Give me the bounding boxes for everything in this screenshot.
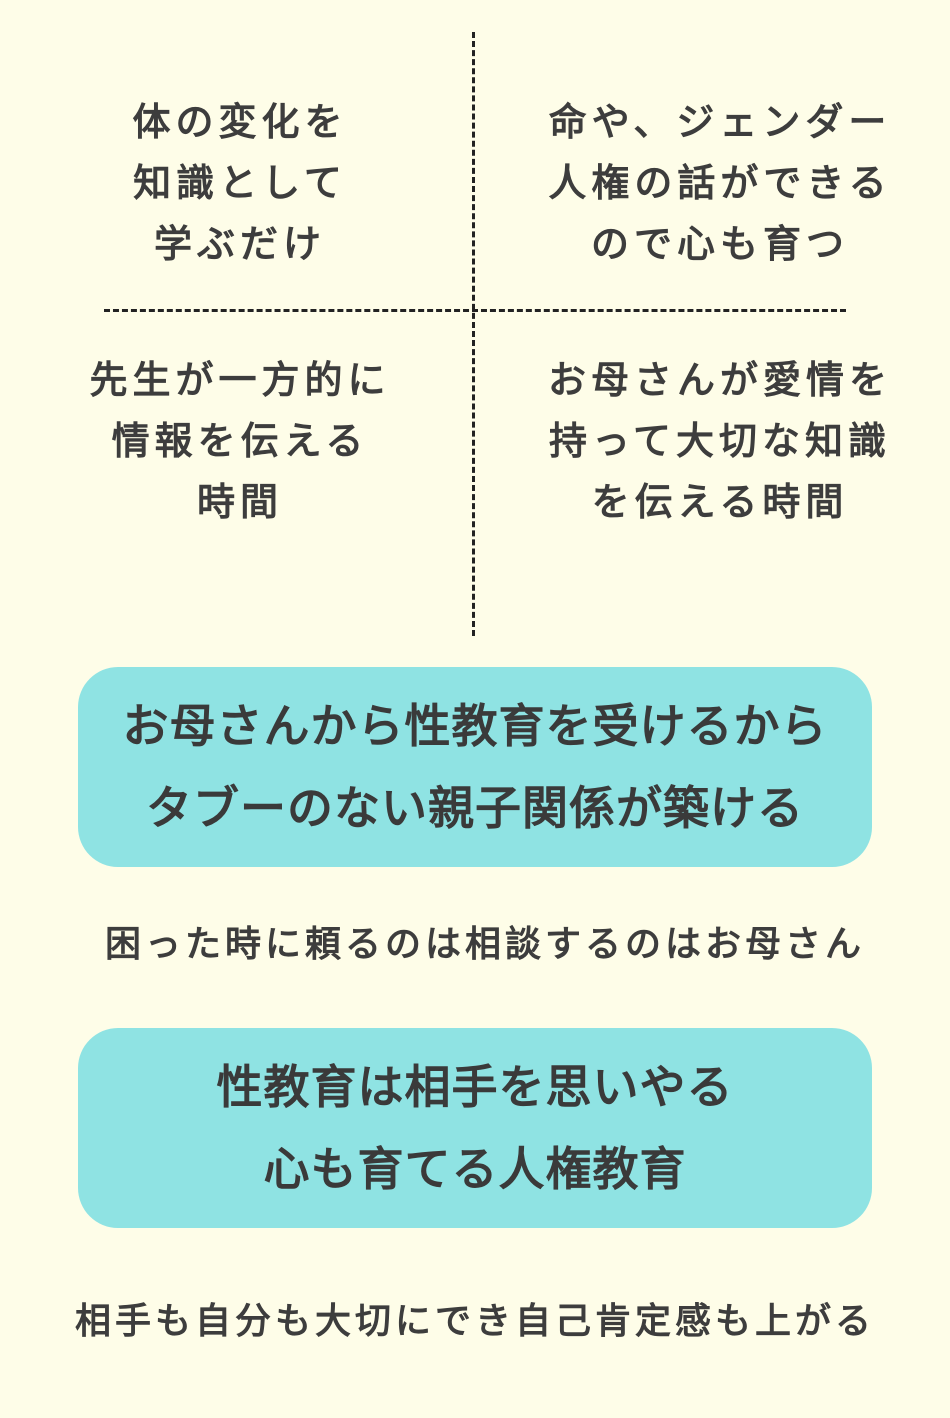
highlight-box-human-rights-education: 性教育は相手を思いやる 心も育てる人権教育	[78, 1028, 872, 1228]
box-line: 心も育てる人権教育	[263, 1142, 687, 1196]
quadrant-line: 命や、ジェンダー	[548, 100, 892, 144]
horizontal-divider	[104, 309, 846, 312]
box-line: 性教育は相手を思いやる	[216, 1060, 734, 1114]
quadrant-line: お母さんが愛情を	[547, 358, 892, 402]
quadrant-line: 人権の話ができる	[548, 161, 892, 205]
box-line: お母さんから性教育を受けるから	[122, 699, 828, 753]
quadrant-line: 知識として	[133, 161, 347, 205]
box-line: タブーのない親子関係が築ける	[146, 781, 804, 835]
quadrant-bottom-right: お母さんが愛情を 持って大切な知識 を伝える時間	[520, 350, 920, 533]
note-consult-mother: 困った時に頼るのは相談するのはお母さん	[104, 924, 865, 965]
vertical-divider	[472, 32, 475, 636]
quadrant-line: 学ぶだけ	[153, 222, 326, 266]
quadrant-bottom-left: 先生が一方的に 情報を伝える 時間	[70, 350, 410, 533]
quadrant-line: 持って大切な知識	[548, 419, 892, 463]
quadrant-line: 時間	[196, 480, 283, 524]
quadrant-line: 情報を伝える	[111, 419, 369, 463]
quadrant-top-right: 命や、ジェンダー 人権の話ができる ので心も育つ	[520, 92, 920, 275]
quadrant-line: ので心も育つ	[590, 222, 849, 266]
quadrant-line: 先生が一方的に	[89, 358, 391, 402]
note-self-esteem: 相手も自分も大切にでき自己肯定感も上がる	[74, 1301, 875, 1342]
quadrant-line: を伝える時間	[591, 480, 849, 524]
highlight-box-parent-relationship: お母さんから性教育を受けるから タブーのない親子関係が築ける	[78, 667, 872, 867]
quadrant-top-left: 体の変化を 知識として 学ぶだけ	[70, 92, 410, 275]
quadrant-line: 体の変化を	[132, 100, 348, 144]
